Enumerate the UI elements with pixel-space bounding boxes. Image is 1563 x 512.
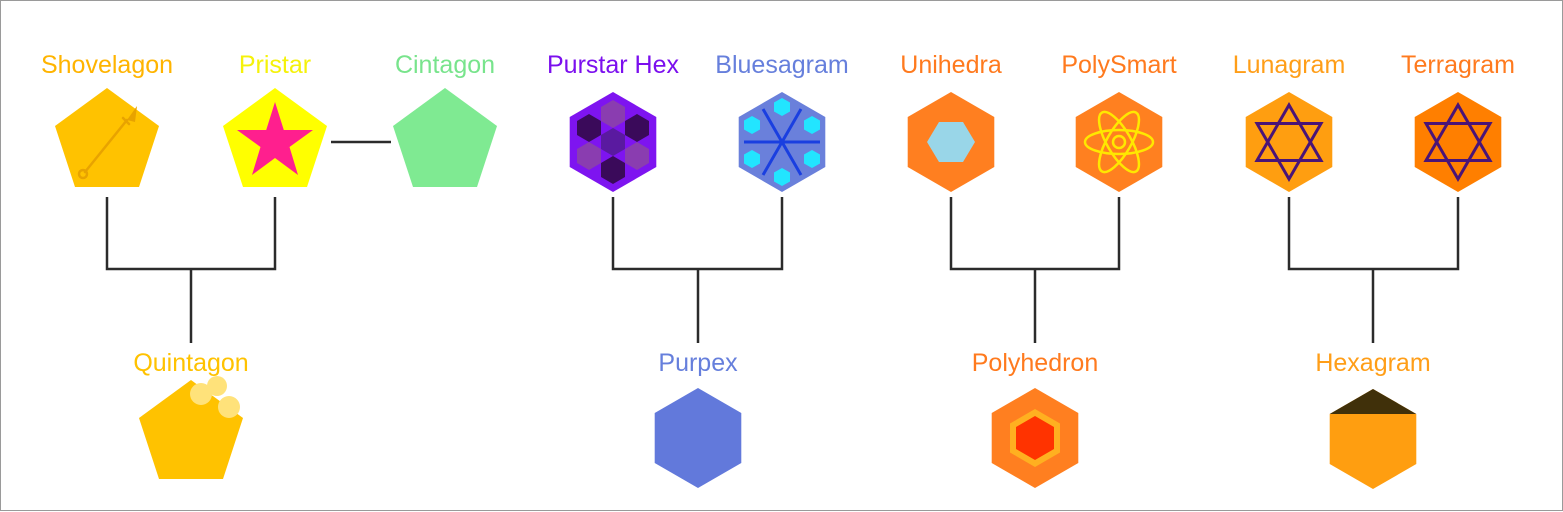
shovel-icon [77,106,137,180]
label-bluesagram: Bluesagram [715,51,848,79]
shape-cintagon [393,88,497,187]
connector-purpex [611,197,784,271]
inner-hexagon-icon [927,122,975,162]
nested-hexagon-icon [1010,409,1060,467]
label-hexagram: Hexagram [1315,349,1430,377]
connector-lines [105,140,1460,343]
shape-purpex [654,388,742,488]
hexagon-pattern-icon [577,100,649,184]
shape-shovelagon [55,88,159,187]
label-polysmart: PolySmart [1061,51,1176,79]
pentagon-body [139,380,243,479]
pentagon-body [55,88,159,187]
hexagon-body [654,388,742,488]
shape-lunagram [1245,92,1333,192]
label-unihedra: Unihedra [900,51,1002,79]
star-of-david-icon [1254,101,1324,183]
label-cintagon: Cintagon [395,51,495,79]
hexagon-body [1075,92,1163,192]
atom-icon [1083,110,1155,174]
pentagon-body [393,88,497,187]
connector-quintagon [105,197,277,271]
label-purstar-hex: Purstar Hex [547,51,679,79]
star-icon [237,102,313,175]
hexagon-body [1414,92,1502,192]
shape-bluesagram [738,92,826,192]
bubbles-icon [190,376,240,418]
label-terragram: Terragram [1401,51,1515,79]
snowflake-icon [744,98,820,186]
shape-unihedra [907,92,995,192]
label-quintagon: Quintagon [133,349,248,377]
labels: Shovelagon Pristar Cintagon Purstar Hex … [41,51,1515,377]
shape-quintagon [139,376,243,479]
connector-hexagram [1287,197,1460,271]
label-pristar: Pristar [239,51,311,79]
label-lunagram: Lunagram [1233,51,1346,79]
shape-polysmart [1075,92,1163,192]
cap-icon [1329,389,1417,414]
star-of-david-icon [1423,101,1493,183]
label-purpex: Purpex [658,349,738,377]
shape-terragram [1414,92,1502,192]
shape-pristar [223,88,327,187]
hexagon-body [1245,92,1333,192]
label-polyhedron: Polyhedron [972,349,1098,377]
connector-polyhedron [949,197,1121,271]
shape-purstar-hex [569,92,657,192]
shape-polyhedron [991,388,1079,488]
shape-hexagram [1329,389,1417,489]
label-shovelagon: Shovelagon [41,51,173,79]
